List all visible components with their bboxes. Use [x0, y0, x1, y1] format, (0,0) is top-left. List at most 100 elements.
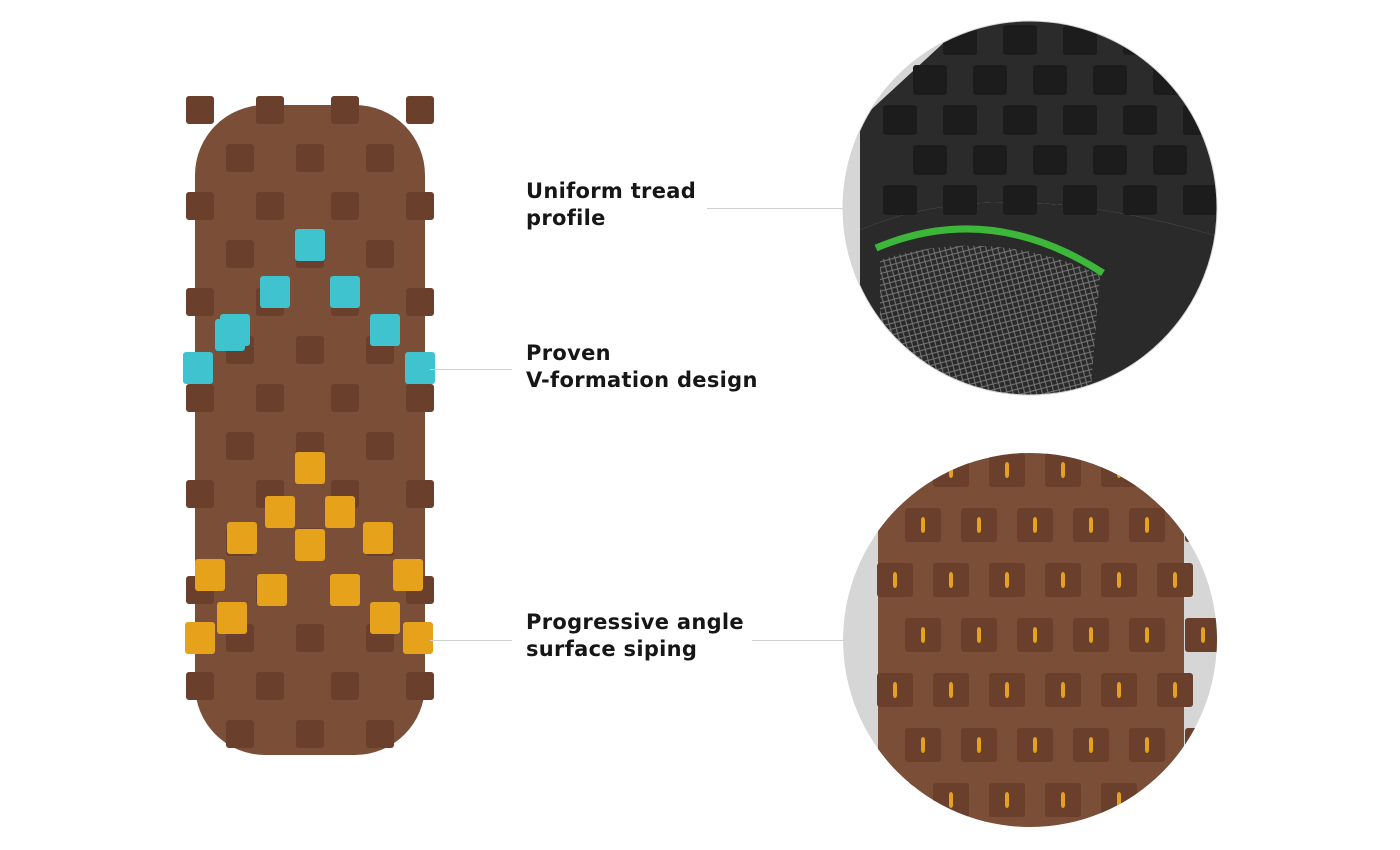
sipe-mark: [1173, 682, 1177, 698]
tread-lug: [186, 672, 214, 700]
sipe-mark: [949, 792, 953, 808]
tread-lug: [296, 624, 324, 652]
callout-line-v-formation: [430, 369, 512, 370]
tread-lug: [331, 672, 359, 700]
dark-tread-lug: [883, 185, 917, 215]
v-formation-lug: [260, 276, 290, 308]
tread-lug: [296, 144, 324, 172]
tread-lug: [186, 192, 214, 220]
dark-tread-lug: [943, 185, 977, 215]
v-formation-lug: [295, 229, 325, 261]
tread-profile-detail: [843, 21, 1217, 395]
tread-lug: [226, 144, 254, 172]
siping-lug: [370, 602, 400, 634]
dark-tread-lug: [973, 145, 1007, 175]
tread-lug: [296, 336, 324, 364]
siping-lug: [217, 602, 247, 634]
tread-lug: [256, 96, 284, 124]
zoom-tread-lug: [877, 783, 913, 817]
siping-lug: [257, 574, 287, 606]
sipe-mark: [921, 517, 925, 533]
siping-lug: [403, 622, 433, 654]
v-formation-lug: [405, 352, 435, 384]
tread-lug: [406, 672, 434, 700]
sipe-mark: [977, 627, 981, 643]
sipe-mark: [921, 737, 925, 753]
dark-tread-lug: [1003, 105, 1037, 135]
sipe-mark: [893, 462, 897, 478]
sipe-mark: [1061, 682, 1065, 698]
callout-line-profile: [707, 208, 844, 209]
tread-lug: [331, 192, 359, 220]
sipe-mark: [1005, 462, 1009, 478]
sipe-mark: [1033, 627, 1037, 643]
dark-tread-lug: [1063, 25, 1097, 55]
tire-body: [195, 105, 425, 755]
dark-tread-lug: [973, 65, 1007, 95]
tread-lug: [331, 96, 359, 124]
sipe-mark: [1173, 572, 1177, 588]
siping-lug: [393, 559, 423, 591]
zoom-tread-lug: [1101, 453, 1137, 487]
sipe-mark: [1117, 682, 1121, 698]
tread-lug: [226, 240, 254, 268]
siping-lug: [265, 496, 295, 528]
dark-tread-lug: [1123, 185, 1157, 215]
dark-tread-lug: [1033, 65, 1067, 95]
tread-lug: [331, 384, 359, 412]
sipe-mark: [1145, 517, 1149, 533]
dark-tread-lug: [1153, 145, 1187, 175]
sipe-mark: [1005, 682, 1009, 698]
zoom-tread-lug: [1185, 508, 1217, 542]
zoom-tread-lug: [1157, 783, 1193, 817]
siping-detail: [843, 453, 1217, 827]
v-formation-lug: [215, 319, 245, 351]
sipe-mark: [977, 517, 981, 533]
dark-tread-lug: [1183, 185, 1217, 215]
sipe-mark: [921, 627, 925, 643]
dark-tread-lug: [1123, 105, 1157, 135]
v-formation-lug: [330, 276, 360, 308]
zoom-tread-lug: [1157, 453, 1193, 487]
tread-lug: [296, 720, 324, 748]
callout-text: surface siping: [526, 637, 698, 661]
siping-lug: [295, 529, 325, 561]
sipe-mark: [1173, 792, 1177, 808]
siping-lug: [295, 452, 325, 484]
callout-v-formation: Proven V-formation design: [526, 340, 758, 394]
callout-text: Uniform tread: [526, 179, 697, 203]
zoom-tread-lug: [1185, 728, 1217, 762]
sipe-mark: [893, 572, 897, 588]
callout-siping: Progressive angle surface siping: [526, 609, 744, 663]
tread-lug: [366, 720, 394, 748]
dark-tread-lug: [1213, 65, 1217, 95]
sipe-mark: [1033, 517, 1037, 533]
sipe-mark: [1061, 572, 1065, 588]
v-formation-lug: [183, 352, 213, 384]
sipe-mark: [1145, 737, 1149, 753]
v-formation-lug: [370, 314, 400, 346]
dark-tread-lug: [1153, 65, 1187, 95]
callout-text: profile: [526, 206, 606, 230]
callout-line-siping-left: [430, 640, 512, 641]
sipe-mark: [1089, 517, 1093, 533]
sipe-mark: [949, 682, 953, 698]
sipe-mark: [1005, 572, 1009, 588]
tread-lug: [226, 720, 254, 748]
tread-lug: [186, 288, 214, 316]
dark-tread-lug: [913, 145, 947, 175]
callout-text: Proven: [526, 341, 611, 365]
tread-lug: [256, 672, 284, 700]
tread-lug: [366, 240, 394, 268]
sipe-mark: [1005, 792, 1009, 808]
sipe-mark: [1145, 627, 1149, 643]
tread-lug: [406, 384, 434, 412]
sipe-mark: [1089, 737, 1093, 753]
siping-lug: [227, 522, 257, 554]
callout-text: V-formation design: [526, 368, 758, 392]
sipe-mark: [949, 572, 953, 588]
profile-line: [874, 225, 1105, 276]
dark-tread-lug: [1123, 25, 1157, 55]
sipe-mark: [1117, 572, 1121, 588]
sipe-mark: [1089, 627, 1093, 643]
